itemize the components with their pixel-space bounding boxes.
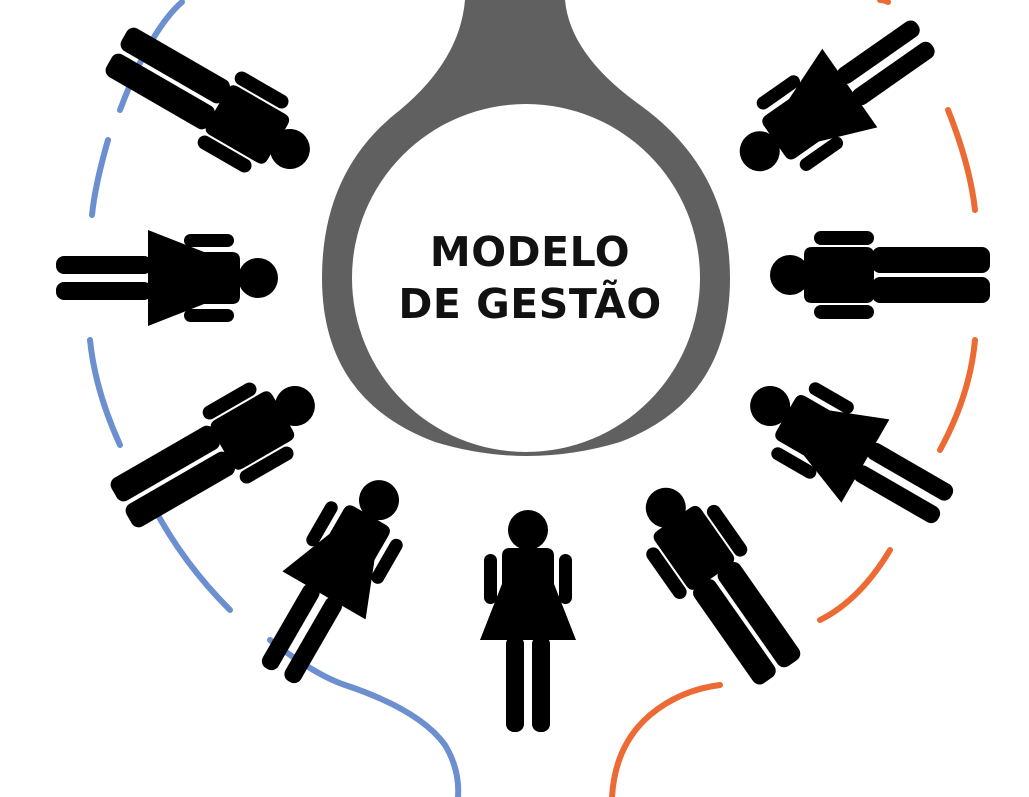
person-figure-right: [770, 231, 990, 319]
center-label-line1: MODELO: [430, 228, 630, 276]
person-figure-bottom-left: [236, 458, 431, 700]
person-figure-bottom-right: [618, 466, 817, 697]
person-figure-top-left: [94, 10, 330, 198]
person-figure-lower-right: [728, 354, 970, 549]
center-label-line2: DE GESTÃO: [398, 279, 661, 328]
right-dashed-arc: [609, 0, 978, 797]
person-figure-lower-left: [99, 357, 335, 545]
person-figure-left: [56, 230, 278, 326]
person-figure-bottom: [480, 510, 576, 732]
hub-inner-circle: [352, 104, 700, 452]
central-hub: MODELO DE GESTÃO: [322, 0, 730, 456]
person-figure-top-right: [715, 0, 953, 203]
